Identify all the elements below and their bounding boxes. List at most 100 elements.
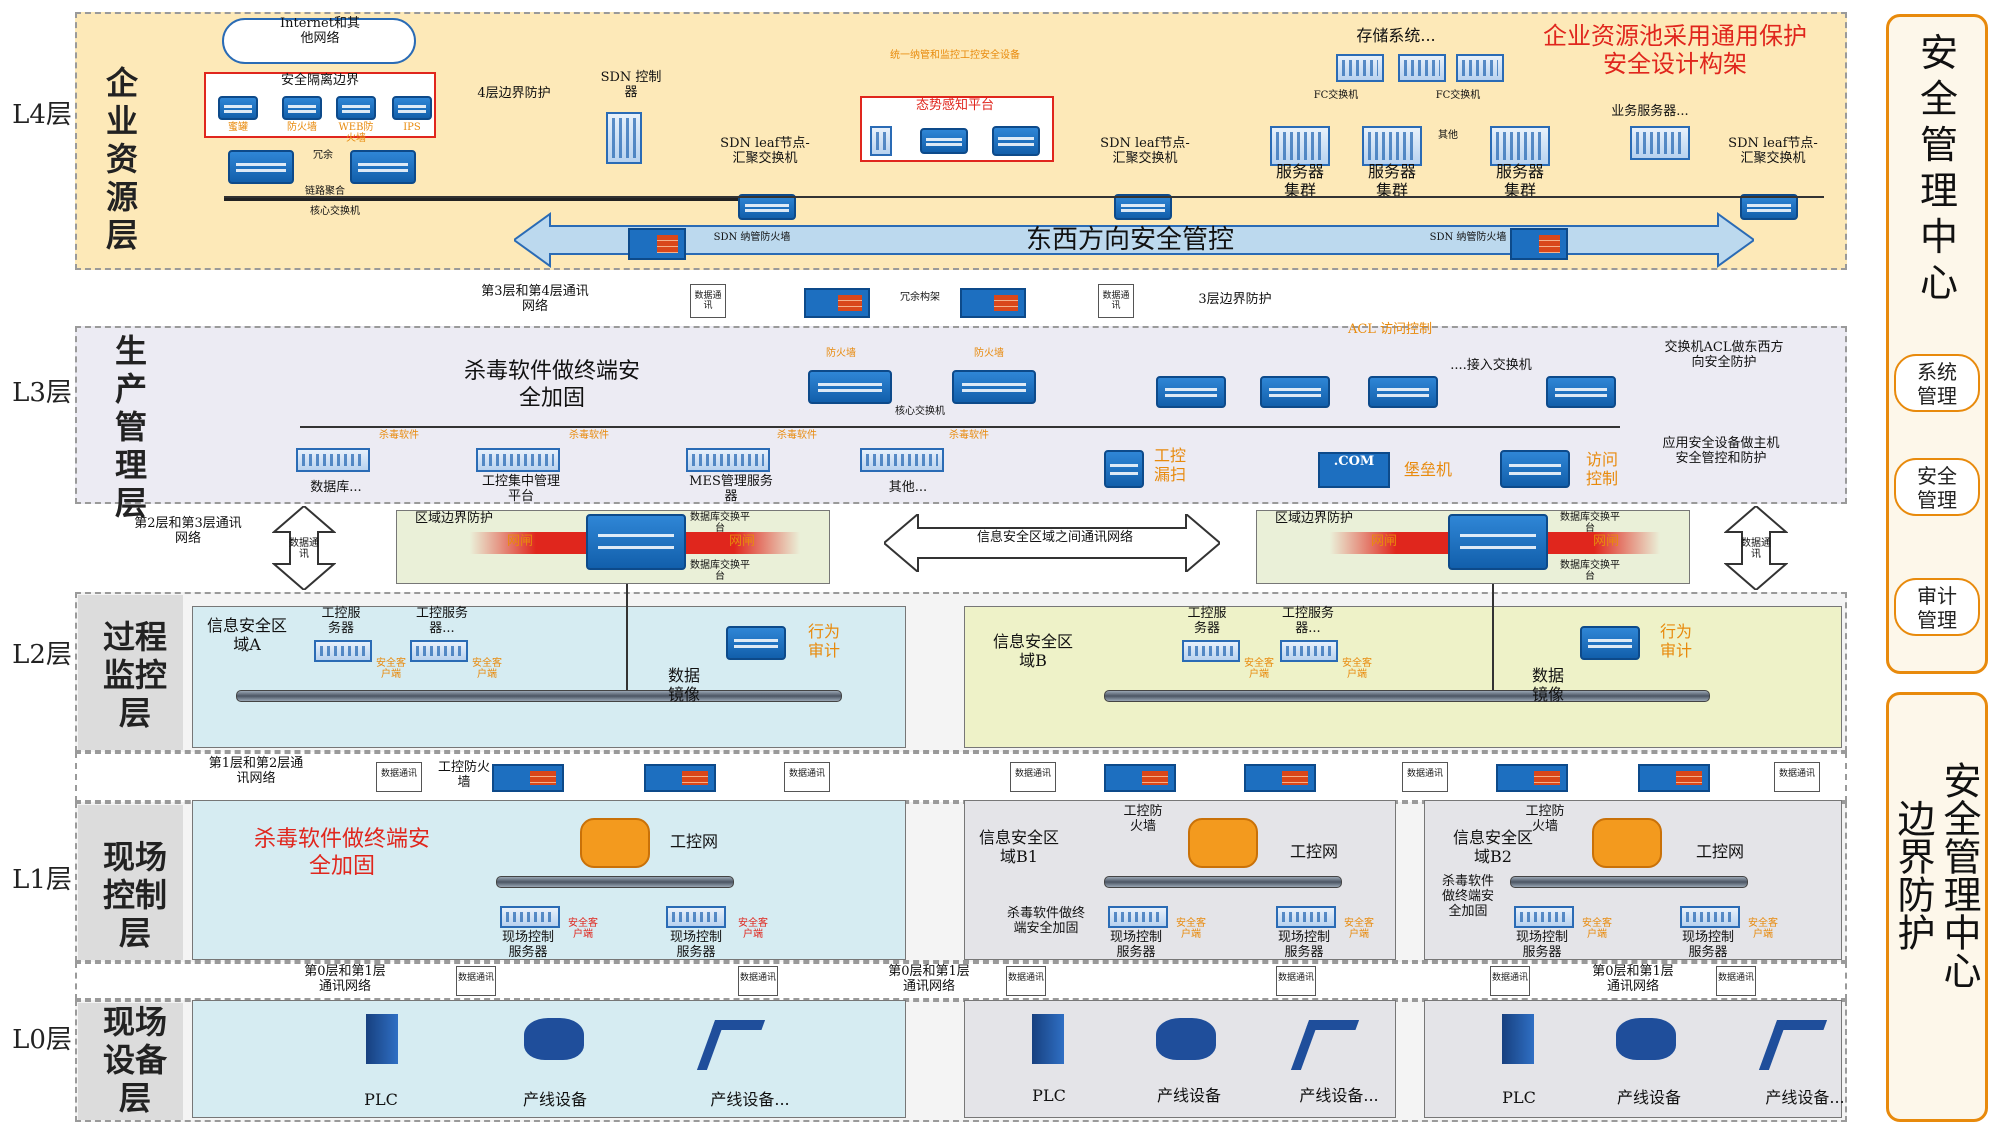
l1-name-bg xyxy=(78,805,183,960)
gateway-a-device xyxy=(586,514,686,570)
l3-server-db xyxy=(296,448,370,472)
fc-switch-2: FC交换机 xyxy=(1435,90,1481,101)
smc-audit-mgmt[interactable]: 审计管理 xyxy=(1894,578,1980,636)
core-switch-label: 核心交换机 xyxy=(310,206,360,217)
data-comm-l01-5: 数据通讯 xyxy=(1490,966,1530,996)
l1a-sec-client-2: 安全客户端 xyxy=(738,918,768,940)
l2a-ctrl-server-2 xyxy=(410,640,468,662)
l3-server-bus xyxy=(300,426,1620,428)
storage-array-2 xyxy=(1398,54,1446,82)
storage-array-1 xyxy=(1336,54,1384,82)
l1b1-bus xyxy=(1104,876,1342,888)
zone-b-label: 信息安全区域B xyxy=(992,632,1073,670)
redundant-fw-1 xyxy=(804,288,870,318)
zone-a xyxy=(192,606,906,748)
acl-label: ACL 访问控制 xyxy=(1347,322,1433,337)
data-comm-l12-3: 数据通讯 xyxy=(1010,762,1056,792)
zone-b-uplink xyxy=(1492,584,1494,690)
l2a-ctrl-server-1-label: 工控服务器 xyxy=(321,606,361,636)
boundary3-label: 3层边界防护 xyxy=(1198,292,1272,307)
l3-server-mgmt xyxy=(476,448,560,472)
waf-device xyxy=(336,96,376,120)
l2b-audit-label: 行为审计 xyxy=(1659,622,1692,660)
l4-id: L4层 xyxy=(12,100,72,130)
smc-sec-mgmt[interactable]: 安全管理 xyxy=(1894,458,1980,516)
db-exchange-b-2: 数据库交换平台 xyxy=(1560,560,1620,582)
sdn-leaf-switch-3 xyxy=(1740,194,1798,220)
data-comm-l34-1: 数据通讯 xyxy=(690,284,726,318)
line-label-b2: 产线设备 xyxy=(1616,1088,1681,1107)
plc-label-b2: PLC xyxy=(1502,1088,1536,1107)
zone-b1-label: 信息安全区域B1 xyxy=(978,828,1059,866)
l12-fw-1 xyxy=(492,764,564,792)
l2a-audit-device xyxy=(726,626,786,660)
redundant-arch-label: 冗余构架 xyxy=(900,292,940,303)
firewall-device xyxy=(282,96,322,120)
db-exchange-a-2: 数据库交换平台 xyxy=(690,560,750,582)
l12-fw-2 xyxy=(644,764,716,792)
data-comm-l01-4: 数据通讯 xyxy=(1276,966,1316,996)
region-boundary-b-label: 区域边界防护 xyxy=(1274,511,1353,526)
zone-b xyxy=(964,606,1842,748)
sdn-fw-1 xyxy=(628,228,686,260)
gateway-a-left: 网闸 xyxy=(506,534,533,549)
gateway-b-right: 网闸 xyxy=(1592,534,1619,549)
l3-core-label: 核心交换机 xyxy=(895,406,945,417)
data-comm-l01-1: 数据通讯 xyxy=(456,966,496,996)
l2b-ctrl-server-2 xyxy=(1280,640,1338,662)
data-comm-l01-2: 数据通讯 xyxy=(738,966,778,996)
core-horizontal-line xyxy=(224,196,1824,198)
l1b2-ctrl-fw-label: 工控防火墙 xyxy=(1525,804,1565,834)
app-sec-note: 应用安全设备做主机安全管控和防护 xyxy=(1662,436,1780,466)
l1b1-sec-client-2: 安全客户端 xyxy=(1344,918,1374,940)
cluster-label-1: 服务器集群 xyxy=(1275,162,1324,200)
l2a-ctrl-server-2-label: 工控服务器... xyxy=(415,606,468,636)
l2a-bus xyxy=(236,690,842,702)
l3-server-label-other: 其他... xyxy=(888,480,928,495)
storage-label: 存储系统... xyxy=(1356,26,1436,45)
sdn-fw-label-2: SDN 纳管防火墙 xyxy=(1429,232,1507,243)
l3-name: 生产管理层 xyxy=(114,332,147,522)
l1b2-av-label: 杀毒软件做终端安全加固 xyxy=(1441,874,1494,919)
l12-fw-5 xyxy=(1496,764,1568,792)
l12-fw-4 xyxy=(1244,764,1316,792)
line-more-label-b2: 产线设备... xyxy=(1765,1088,1845,1107)
situation-user xyxy=(992,126,1040,156)
zone-a-uplink xyxy=(626,584,628,690)
plc-a xyxy=(366,1014,398,1064)
core-bus xyxy=(224,198,744,201)
other-label: 其他 xyxy=(1438,130,1458,141)
bastion-device xyxy=(1318,452,1390,488)
l2a-sec-client-1: 安全客户端 xyxy=(376,658,406,680)
sdn-leaf-switch-1 xyxy=(738,194,796,220)
line-more-label-b1: 产线设备... xyxy=(1299,1086,1379,1105)
l2b-mirror-label: 数据镜像 xyxy=(1531,666,1564,704)
sdn-fw-2 xyxy=(1510,228,1568,260)
l01-net-label-1: 第0层和第1层通讯网络 xyxy=(304,964,386,994)
redundant-fw-2 xyxy=(960,288,1026,318)
biz-server xyxy=(1630,126,1690,160)
motor-a xyxy=(524,1018,584,1060)
isolation-title: 安全隔离边界 xyxy=(280,73,359,88)
l1-av-label: 杀毒软件做终端安全加固 xyxy=(253,827,430,879)
l1b2-sec-client-2: 安全客户端 xyxy=(1748,918,1778,940)
sdn-controller-label: SDN 控制器 xyxy=(600,70,662,100)
l2b-ctrl-server-1-label: 工控服务器 xyxy=(1187,606,1227,636)
sdn-leaf-1: SDN leaf节点-汇聚交换机 xyxy=(720,136,810,166)
l2b-ctrl-server-1 xyxy=(1182,640,1240,662)
sdn-leaf-2: SDN leaf节点-汇聚交换机 xyxy=(1100,136,1190,166)
sdn-controller-server xyxy=(606,112,642,164)
smc-panel xyxy=(1886,14,1988,674)
data-comm-l23-right: 数据通讯 xyxy=(1741,538,1771,560)
smc-sys-mgmt[interactable]: 系统管理 xyxy=(1894,354,1980,412)
storage-array-3 xyxy=(1456,54,1504,82)
ips-device xyxy=(392,96,432,120)
l2-name-bg xyxy=(78,595,183,750)
l1-id: L1层 xyxy=(12,865,72,895)
sdn-fw-label-1: SDN 纳管防火墙 xyxy=(713,232,791,243)
core-router-1 xyxy=(228,150,294,184)
l3-id: L3层 xyxy=(12,378,72,408)
l1b1-sec-client-1: 安全客户端 xyxy=(1176,918,1206,940)
bastion-label: 堡垒机 xyxy=(1403,460,1452,479)
l3-fw-label-2: 防火墙 xyxy=(974,348,1004,359)
